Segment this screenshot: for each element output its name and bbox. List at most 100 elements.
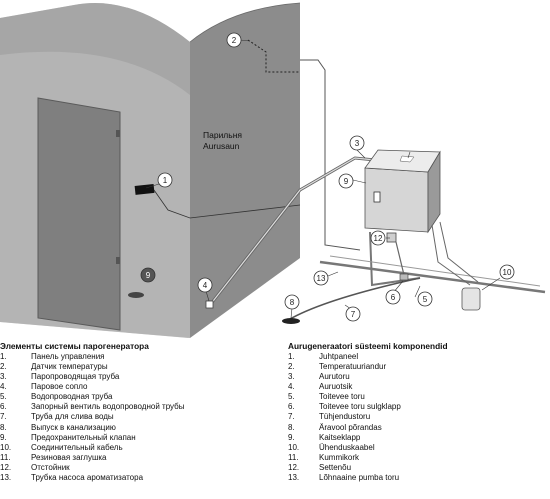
legend-item: 5.Водопроводная труба: [0, 392, 270, 402]
legend-item-text: Трубка насоса ароматизатора: [31, 473, 144, 483]
fragrance-pump-pipe: [329, 255, 541, 287]
callout-2: 2: [226, 32, 242, 48]
door-hinge-bottom: [116, 257, 120, 264]
legend-item-number: 7.: [0, 412, 7, 422]
callout-3-label: 3: [355, 139, 360, 148]
callout-8: 8: [284, 294, 300, 310]
legend-item-text: Auruotsik: [319, 381, 353, 391]
callout-4: 4: [197, 277, 213, 293]
legend-item-text: Temperatuuriandur: [319, 361, 387, 371]
legend-russian: Элементы системы парогенератора 1. Панель…: [0, 341, 270, 484]
generator-side: [427, 150, 441, 234]
legend-item-number: 4.: [0, 381, 7, 391]
legend-item: 1.Juhtpaneel: [288, 352, 550, 362]
legend-item: 10.Ühenduskaabel: [288, 443, 550, 453]
callout-12-label: 12: [374, 234, 383, 243]
panel-cable: [153, 189, 301, 219]
callout-9-sauna-label: 9: [146, 271, 151, 280]
legend-item: 10.Соединительный кабель: [0, 443, 270, 453]
legend-item-text: Паровое сопло: [31, 381, 88, 391]
callout-13: 13: [313, 270, 329, 286]
room-ceiling: [0, 2, 190, 96]
legend-item-text: Панель управления: [31, 351, 105, 361]
legend-item-number: 7.: [288, 412, 295, 422]
sauna-floor-drain: [128, 292, 144, 298]
legend-item: 13. Lõhnaaine pumba toru: [288, 473, 550, 483]
callout-7: 7: [345, 306, 361, 322]
callout-7-label: 7: [351, 310, 356, 319]
callout-10-label: 10: [503, 268, 512, 277]
legend-item: 3.Паропроводящая труба: [0, 372, 270, 382]
legend-item-text: Lõhnaaine pumba toru: [319, 473, 400, 483]
legend-item-text: Toitevee toru sulgklapp: [319, 402, 401, 412]
legend-et-title: Aurugeneraatori süsteemi komponendid: [288, 341, 448, 351]
legend-item: 6. Toitevee toru sulgklapp: [288, 402, 550, 412]
legend-item: 4. Паровое сопло: [0, 382, 270, 392]
roof-edge: [189, 2, 301, 43]
callout-6-label: 6: [391, 293, 396, 302]
legend-item-number: 13.: [0, 473, 12, 483]
drain-pipe: [284, 277, 421, 323]
legend-item: 9. Kaitseklapp: [288, 433, 550, 443]
legend-item-text: Датчик температуры: [31, 361, 108, 371]
legend-item-number: 12.: [0, 463, 12, 473]
fragrance-container: [461, 287, 481, 311]
legend-item-text: Выпуск в канализацию: [31, 422, 116, 432]
legend-item-number: 13.: [288, 473, 300, 483]
callout-3: 3: [349, 135, 365, 151]
legend-item: 7.Tühjendustoru: [288, 412, 550, 422]
legend-item-number: 3.: [0, 371, 7, 381]
glass-door: [38, 98, 120, 330]
legend-item-number: 11.: [0, 453, 11, 463]
legend-item: 12. Settenõu: [288, 463, 550, 473]
legend-item-text: Äravool põrandas: [319, 422, 382, 432]
legend-item: 13. Трубка насоса ароматизатора: [0, 473, 270, 483]
legend-item-text: Соединительный кабель: [31, 442, 123, 452]
legend-item-number: 8.: [0, 422, 7, 432]
legend-item-text: Водопроводная труба: [31, 392, 113, 402]
callout-13-label: 13: [317, 274, 326, 283]
legend-item-text: Труба для слива воды: [31, 412, 114, 422]
legend-item-text: Kummikork: [319, 453, 360, 463]
callout-6: 6: [385, 289, 401, 305]
callout-4-label: 4: [203, 281, 208, 290]
callout-10: 10: [499, 264, 515, 280]
sensor-cable: [300, 59, 361, 251]
valve-pipe: [395, 241, 405, 276]
legend-item: 9.Предохранительный клапан: [0, 433, 270, 443]
legend-item-number: 1.: [0, 351, 7, 361]
legend-item-number: 1.: [288, 351, 295, 361]
shutoff-valve: [399, 273, 409, 281]
legend-item-number: 9.: [288, 432, 295, 442]
legend-item: 1. Панель управления: [0, 352, 270, 362]
legend-item: 7. Труба для слива воды: [0, 412, 270, 422]
legend-item-number: 2.: [0, 361, 7, 371]
legend-item-text: Aurutoru: [319, 371, 350, 381]
legend-estonian: Aurugeneraatori süsteemi komponendid 1.J…: [288, 341, 550, 484]
legend-ru-title: Элементы системы парогенератора: [0, 341, 149, 351]
legend-item: 6.Запорный вентиль водопроводной трубы: [0, 402, 270, 412]
room-label-et: Aurusaun: [203, 141, 240, 151]
legend-item-number: 2.: [288, 361, 295, 371]
legend-item-number: 11.: [288, 453, 299, 463]
callout-9-generator: 9: [338, 173, 354, 189]
callout-12: 12: [370, 230, 386, 246]
sediment-pot: [386, 232, 397, 243]
door-hinge-top: [116, 130, 120, 137]
legend-item-number: 3.: [288, 371, 295, 381]
legend-item-number: 6.: [288, 402, 295, 412]
callout-9-generator-label: 9: [344, 177, 349, 186]
steam-system-diagram: Парильня Aurusaun 1 2 3 4 5 6: [0, 2, 546, 338]
legend-item-text: Settenõu: [319, 463, 352, 473]
legend-item: 11.Резиновая заглушка: [0, 453, 270, 463]
connection-cable: [431, 224, 471, 286]
door-frame: [37, 97, 121, 331]
legend-item-text: Kaitseklapp: [319, 432, 361, 442]
drain-connector: [369, 231, 421, 287]
legend-item-text: Запорный вентиль водопроводной трубы: [31, 402, 185, 412]
legend-item-number: 12.: [288, 463, 300, 473]
legend-item: 12.Отстойник: [0, 463, 270, 473]
legend-item-number: 8.: [288, 422, 295, 432]
legend-item-text: Toitevee toru: [319, 392, 365, 402]
